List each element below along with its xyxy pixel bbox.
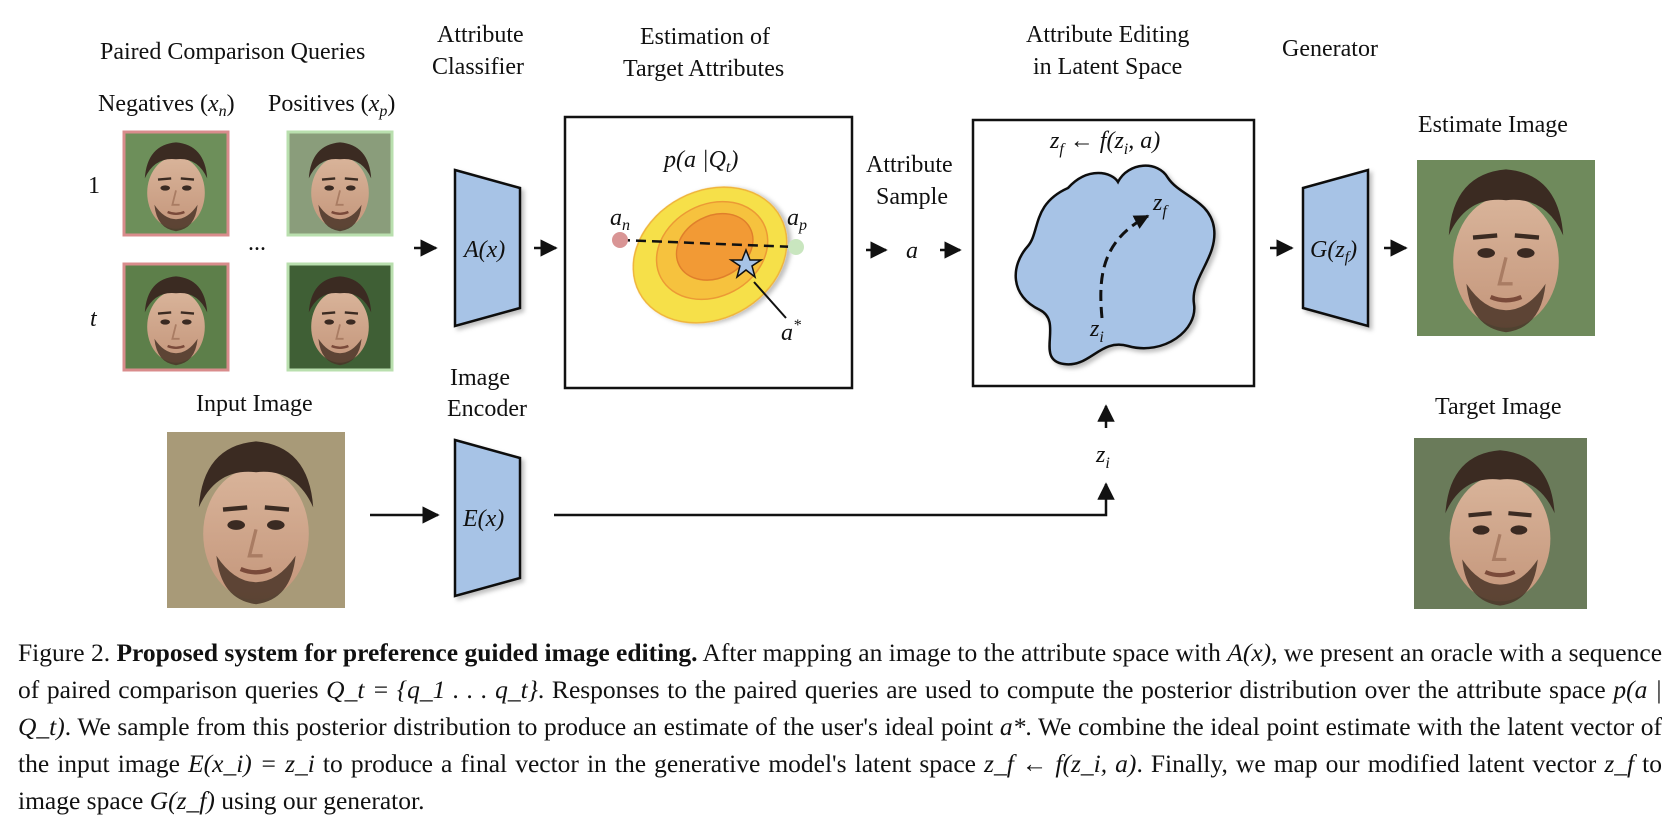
- caption-figure-number: Figure 2.: [18, 638, 111, 667]
- label-attribute-editing-2: in Latent Space: [1033, 54, 1182, 80]
- label-attribute-sample-1: Attribute: [866, 152, 953, 178]
- input-image: [167, 432, 345, 608]
- label-paired-queries: Paired Comparison Queries: [100, 39, 365, 65]
- latent-space-blob: [1014, 164, 1216, 366]
- label-image-encoder-2: Encoder: [447, 396, 527, 422]
- negative-image-t: [122, 262, 230, 372]
- caption-math: z_f ← f(z_i, a): [984, 749, 1137, 778]
- label-attribute-classifier-1: Attribute: [437, 22, 524, 48]
- edit-trajectory: [1099, 214, 1150, 319]
- label-a-p: ap: [787, 205, 807, 234]
- label-zf-in-blob: zf: [1152, 190, 1169, 220]
- star-icon: [728, 247, 764, 279]
- label-zf-equation: zf ← f(zi, a): [1049, 128, 1160, 158]
- caption-math: z_f: [1604, 749, 1635, 778]
- label-estimate-image: Estimate Image: [1418, 112, 1568, 138]
- row-label-t: t: [90, 306, 98, 332]
- caption-math: G(z_f): [149, 786, 215, 815]
- label-generator: Generator: [1282, 36, 1378, 62]
- label-negatives: Negatives (xn): [98, 91, 235, 120]
- label-attribute-classifier-2: Classifier: [432, 54, 524, 80]
- label-A-x: A(x): [462, 237, 505, 263]
- caption-math: E(x_i) = z_i: [188, 749, 315, 778]
- label-E-x: E(x): [462, 506, 504, 532]
- label-positives: Positives (xp): [268, 91, 395, 120]
- attribute-classifier-block: [453, 168, 522, 328]
- label-a: a: [906, 238, 918, 264]
- label-estimation-2: Target Attributes: [623, 56, 784, 82]
- attribute-line: [619, 238, 797, 249]
- label-a-n: an: [610, 205, 630, 234]
- positive-image-t: [286, 262, 394, 372]
- label-attribute-sample-2: Sample: [876, 184, 948, 210]
- caption-title: Proposed system for preference guided im…: [116, 638, 698, 667]
- label-target-image: Target Image: [1435, 394, 1561, 420]
- label-zi-below: zi: [1095, 442, 1110, 472]
- estimate-image: [1417, 160, 1595, 336]
- label-image-encoder-1: Image: [450, 365, 510, 391]
- label-G-zf: G(zf): [1310, 237, 1357, 266]
- caption-math: p(a | Q_t): [18, 675, 1662, 741]
- arrow-encoder-to-zi: [554, 482, 1115, 517]
- label-posterior: p(a |Qt): [662, 147, 738, 176]
- caption-math: Q_t = {q_1 . . . q_t}: [326, 675, 538, 704]
- ellipsis: ...: [248, 230, 266, 256]
- generator-block: [1301, 168, 1370, 328]
- a-star-pointer: [753, 281, 787, 319]
- target-image: [1414, 438, 1587, 609]
- image-encoder-block: [453, 438, 522, 598]
- label-a-star: a*: [781, 317, 801, 346]
- label-zi-in-blob: zi: [1089, 316, 1104, 346]
- label-estimation-1: Estimation of: [640, 24, 770, 50]
- caption-math: a*: [999, 712, 1026, 741]
- a-p-point: [788, 239, 804, 255]
- caption-math: A(x): [1227, 638, 1272, 667]
- system-diagram: Paired Comparison Queries Negatives (xn)…: [88, 22, 1595, 609]
- label-attribute-editing-1: Attribute Editing: [1026, 22, 1189, 48]
- a-n-point: [612, 232, 628, 248]
- label-input-image: Input Image: [196, 391, 313, 417]
- figure-caption: Figure 2. Proposed system for preference…: [18, 638, 1663, 815]
- negative-image-1: [122, 130, 230, 237]
- row-label-1: 1: [88, 173, 100, 199]
- positive-image-1: [286, 130, 394, 237]
